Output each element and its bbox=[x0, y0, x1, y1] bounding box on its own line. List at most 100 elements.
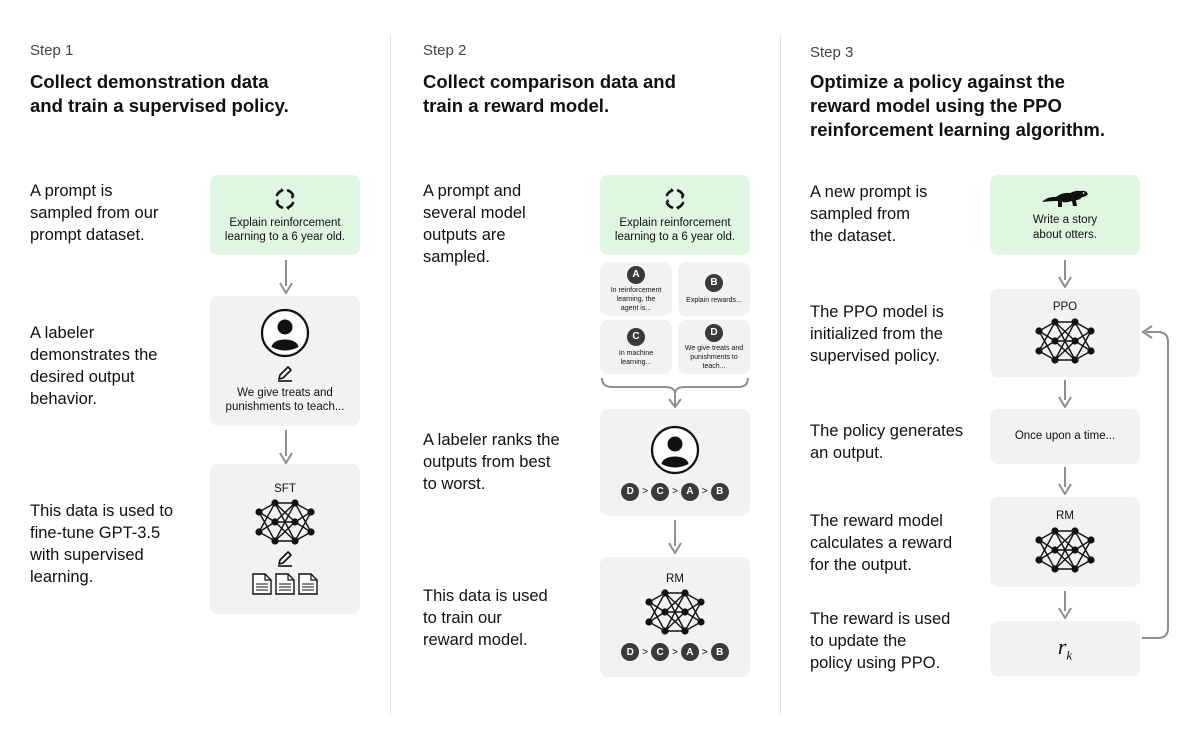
document-icon bbox=[275, 573, 295, 595]
rank-badge: A bbox=[680, 482, 699, 501]
step3-label: Step 3 bbox=[810, 44, 854, 61]
step3-desc-ppo: The PPO model is initialized from the su… bbox=[810, 301, 944, 367]
arrow-down-icon bbox=[1058, 591, 1072, 619]
nn-node bbox=[1071, 355, 1079, 364]
step3-reward-card: rk bbox=[990, 621, 1140, 676]
nn-node bbox=[1051, 564, 1059, 573]
prompt-text-line: Write a story bbox=[1032, 214, 1098, 226]
step1-desc-prompt: A prompt is sampled from our prompt data… bbox=[30, 180, 158, 246]
step2-title-line: Collect comparison data and bbox=[423, 71, 676, 92]
nn-node bbox=[1087, 346, 1095, 355]
nn-node bbox=[291, 518, 299, 526]
desc-line: desired output bbox=[30, 368, 135, 386]
desc-line: The reward model bbox=[810, 512, 943, 530]
step3-title-line: reward model using the PPO bbox=[810, 95, 1062, 116]
step1-title: Collect demonstration data and train a s… bbox=[30, 70, 370, 118]
desc-line: fine-tune GPT-3.5 bbox=[30, 524, 161, 542]
desc-line: The policy generates bbox=[810, 422, 964, 440]
step1-title-line: Collect demonstration data bbox=[30, 71, 269, 92]
nn-node bbox=[681, 627, 689, 635]
nn-node bbox=[1035, 346, 1043, 355]
nn-node bbox=[1071, 564, 1079, 573]
divider-1 bbox=[390, 35, 391, 715]
step3-rm-card: RM bbox=[990, 497, 1140, 587]
arrow-down-icon bbox=[1058, 380, 1072, 408]
desc-line: with supervised bbox=[30, 546, 144, 564]
step1-sft-card: SFT bbox=[210, 464, 360, 614]
rank-badge: C bbox=[651, 482, 670, 501]
brace-arrow-icon bbox=[601, 377, 749, 408]
pencil-icon bbox=[278, 365, 292, 382]
nn-node bbox=[1071, 317, 1079, 326]
step1-prompt-card: Explain reinforcement learning to a 6 ye… bbox=[210, 175, 360, 255]
desc-line: sampled from bbox=[810, 205, 910, 223]
document-icon bbox=[252, 573, 272, 595]
nn-node bbox=[307, 528, 315, 536]
step2-rm-card: RM D> C> A> B bbox=[600, 557, 750, 677]
nn-node bbox=[291, 537, 299, 545]
step3-desc-output: The policy generates an output. bbox=[810, 420, 963, 464]
nn-node bbox=[271, 518, 279, 526]
rank-badge: D bbox=[621, 643, 640, 661]
output-card-b: B Explain rewards... bbox=[678, 262, 750, 316]
step3-desc-prompt: A new prompt is sampled from the dataset… bbox=[810, 181, 927, 247]
step3-title-line: reinforcement learning algorithm. bbox=[810, 119, 1106, 140]
ranking-row: D> C> A> B bbox=[621, 643, 729, 661]
output-text-line: In reinforcement bbox=[610, 286, 662, 294]
step2-prompt-card: Explain reinforcement learning to a 6 ye… bbox=[600, 175, 750, 255]
nn-node bbox=[1051, 317, 1059, 326]
nn-node bbox=[645, 618, 653, 626]
desc-line: learning. bbox=[30, 568, 94, 586]
demo-text-line: punishments to teach... bbox=[225, 401, 345, 413]
reward-letter: r bbox=[1057, 633, 1067, 659]
demo-text-line: We give treats and bbox=[237, 386, 333, 399]
pencil-icon bbox=[278, 551, 292, 567]
rank-badge: B bbox=[710, 482, 729, 501]
nn-node bbox=[255, 528, 263, 536]
document-icon bbox=[298, 573, 318, 595]
output-badge: A bbox=[627, 265, 645, 284]
nn-node bbox=[1035, 535, 1043, 544]
desc-line: several model bbox=[423, 204, 526, 222]
prompt-text-line: about otters. bbox=[1033, 228, 1097, 241]
output-text-line: learning, the bbox=[616, 295, 656, 303]
desc-line: for the output. bbox=[810, 556, 912, 574]
rm-label: RM bbox=[1056, 509, 1074, 522]
step1-desc-labeler: A labeler demonstrates the desired outpu… bbox=[30, 322, 158, 410]
desc-line: A new prompt is bbox=[810, 183, 928, 201]
divider-2 bbox=[780, 35, 781, 715]
feedback-loop-arrow-icon bbox=[1141, 325, 1169, 639]
prompt-text-line: learning to a 6 year old. bbox=[224, 231, 346, 243]
output-badge: C bbox=[627, 327, 645, 346]
step2-desc-ranks: A labeler ranks the outputs from best to… bbox=[423, 429, 560, 495]
step1-label: Step 1 bbox=[30, 42, 74, 59]
step2-ranking-card: D> C> A> B bbox=[600, 409, 750, 516]
desc-line: outputs are bbox=[423, 226, 506, 244]
step3-desc-reward: The reward model calculates a reward for… bbox=[810, 510, 952, 576]
nn-node bbox=[1035, 326, 1043, 335]
reward-symbol: rk bbox=[1058, 634, 1072, 663]
output-card-c: C In machine learning... bbox=[600, 320, 672, 374]
step3-ppo-card: PPO bbox=[990, 289, 1140, 377]
rank-badge: B bbox=[710, 643, 729, 661]
step1-desc-finetune: This data is used to fine-tune GPT-3.5 w… bbox=[30, 500, 173, 588]
nn-node bbox=[271, 537, 279, 545]
desc-line: demonstrates the bbox=[30, 346, 158, 364]
nn-node bbox=[1051, 336, 1059, 345]
step3-output-card: Once upon a time... bbox=[990, 409, 1140, 464]
output-text-line: In machine bbox=[618, 349, 654, 357]
desc-line: calculates a reward bbox=[810, 534, 953, 552]
rank-badge: D bbox=[621, 482, 640, 501]
arrow-down-icon bbox=[1058, 467, 1072, 495]
output-badge: B bbox=[705, 273, 723, 292]
nn-node bbox=[661, 627, 669, 635]
neural-network-icon bbox=[645, 589, 705, 635]
desc-line: The reward is used bbox=[810, 610, 951, 628]
nn-node bbox=[661, 589, 669, 597]
step2-desc-train: This data is used to train our reward mo… bbox=[423, 585, 548, 651]
ppo-label: PPO bbox=[1052, 300, 1078, 313]
desc-line: sampled. bbox=[423, 248, 490, 266]
desc-line: behavior. bbox=[30, 390, 97, 408]
nn-node bbox=[697, 598, 705, 606]
nn-node bbox=[1087, 326, 1095, 335]
